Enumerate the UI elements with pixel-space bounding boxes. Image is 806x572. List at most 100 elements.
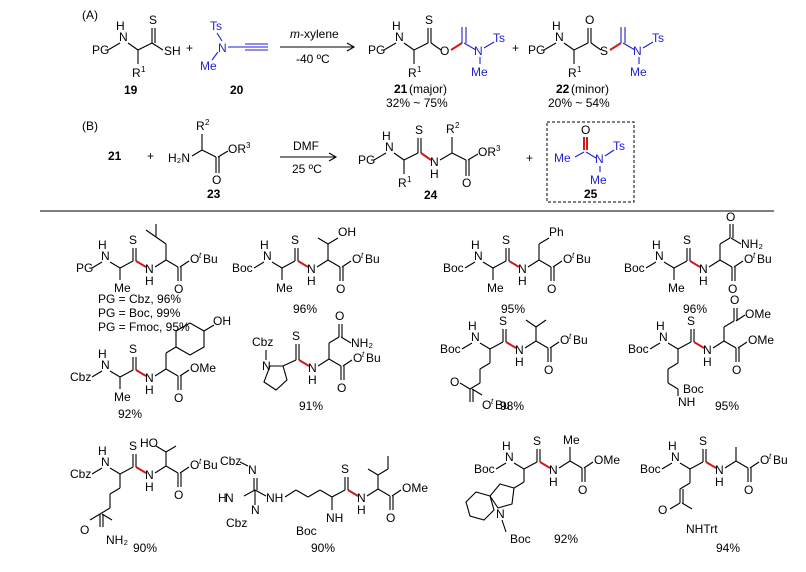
svg-text:Bu: Bu	[757, 252, 772, 266]
svg-text:N: N	[218, 41, 227, 55]
svg-text:N: N	[518, 262, 527, 276]
svg-text:H: H	[145, 383, 154, 397]
svg-text:t: t	[361, 251, 364, 260]
svg-text:H: H	[260, 238, 269, 252]
svg-text:S: S	[499, 314, 507, 328]
svg-text:R: R	[568, 66, 577, 80]
plus-sign-b: +	[147, 149, 154, 163]
svg-text:N: N	[555, 30, 564, 44]
svg-text:N: N	[262, 359, 271, 373]
svg-text:N: N	[699, 262, 708, 276]
example-6-structure: Cbz N S N H O NH₂ O O t Bu	[252, 309, 381, 395]
svg-text:O: O	[728, 282, 737, 296]
svg-text:PG: PG	[358, 153, 375, 167]
svg-text:O: O	[726, 210, 735, 224]
example-11-structure: Boc N H N Boc S N H Me O OMe	[465, 433, 620, 546]
compound-21-yield: 32% ~ 75%	[386, 96, 448, 110]
example-12-yield: 94%	[716, 541, 740, 555]
svg-text:H: H	[515, 355, 524, 369]
svg-text:H: H	[357, 503, 366, 517]
svg-text:N: N	[248, 463, 257, 477]
svg-text:O: O	[174, 282, 183, 296]
svg-text:O: O	[174, 488, 183, 502]
compound-19-label: 19	[124, 83, 138, 97]
temperature-a: -40 ºC	[296, 52, 330, 66]
svg-text:O: O	[658, 503, 667, 517]
svg-text:S: S	[292, 329, 300, 343]
svg-text:Bu: Bu	[495, 398, 510, 412]
example-7-yield: 98%	[500, 399, 524, 413]
example-4-structure: Boc N H Me S N H O NH₂ O O t Bu	[624, 210, 772, 296]
svg-text:S: S	[687, 314, 695, 328]
svg-text:S: S	[129, 233, 137, 247]
svg-text:Boc: Boc	[510, 532, 531, 546]
svg-text:OH: OH	[213, 314, 231, 328]
svg-text:O: O	[581, 123, 590, 137]
svg-text:N: N	[119, 30, 128, 44]
svg-text:H: H	[471, 238, 480, 252]
svg-text:S: S	[129, 439, 137, 453]
svg-text:Me: Me	[471, 65, 488, 79]
svg-text:N: N	[633, 44, 642, 58]
svg-text:Ts: Ts	[493, 31, 505, 45]
svg-text:t: t	[753, 251, 756, 260]
svg-text:Cbz: Cbz	[252, 335, 273, 349]
svg-text:N: N	[385, 140, 394, 154]
svg-text:Bu: Bu	[203, 252, 218, 266]
example-11-yield: 92%	[554, 532, 578, 546]
svg-text:N: N	[145, 371, 154, 385]
compound-23-label: 23	[207, 187, 221, 201]
svg-text:N: N	[496, 507, 505, 521]
svg-text:1: 1	[577, 65, 582, 74]
svg-text:Me: Me	[630, 65, 647, 79]
svg-text:1: 1	[417, 65, 422, 74]
compound-22-label: 22	[556, 82, 570, 96]
svg-text:Boc: Boc	[440, 342, 461, 356]
svg-text:O: O	[386, 511, 395, 525]
svg-text:N: N	[145, 468, 154, 482]
compound-22-yield: 20% ~ 54%	[548, 96, 610, 110]
svg-text:t: t	[491, 397, 494, 406]
svg-text:NH₂: NH₂	[351, 336, 373, 350]
svg-text:R: R	[196, 119, 205, 133]
svg-text:S: S	[425, 13, 433, 27]
example-2-structure: Boc N H Me S N H OH O O t Bu	[232, 225, 380, 296]
svg-text:Bu: Bu	[203, 458, 218, 472]
svg-text:O: O	[353, 351, 362, 365]
svg-text:t: t	[199, 457, 202, 466]
svg-text:HO: HO	[140, 436, 158, 450]
svg-text:t: t	[572, 251, 575, 260]
svg-text:N: N	[474, 44, 483, 58]
svg-text:Boc: Boc	[232, 261, 253, 275]
svg-text:H: H	[699, 274, 708, 288]
svg-text:O: O	[440, 44, 449, 58]
svg-text:N: N	[430, 155, 439, 169]
svg-text:N: N	[655, 249, 664, 263]
svg-text:H: H	[656, 319, 665, 333]
svg-text:Me: Me	[590, 173, 607, 187]
svg-text:S: S	[415, 123, 423, 137]
svg-text:Bu: Bu	[576, 252, 591, 266]
svg-text:H: H	[116, 19, 125, 33]
reactant-20-structure: Ts N Me	[200, 19, 268, 73]
svg-text:Bu: Bu	[573, 333, 588, 347]
svg-text:Bu: Bu	[773, 453, 788, 467]
svg-text:N: N	[101, 249, 110, 263]
svg-text:3: 3	[246, 141, 251, 150]
svg-text:Cbz: Cbz	[70, 467, 91, 481]
svg-text:Bu: Bu	[365, 252, 380, 266]
example-8-yield: 95%	[715, 399, 739, 413]
svg-text:O: O	[212, 173, 221, 187]
svg-text:O: O	[544, 363, 553, 377]
solvent-label-b: DMF	[293, 139, 319, 153]
svg-text:N: N	[101, 358, 110, 372]
svg-text:NH: NH	[678, 395, 695, 409]
svg-text:N: N	[101, 455, 110, 469]
example-4-yield: 96%	[683, 302, 707, 316]
product-21-structure: PG N H R 1 S O N Ts Me	[368, 13, 505, 80]
solvent-label-a: m-xylene	[290, 27, 339, 41]
svg-text:N: N	[715, 463, 724, 477]
product-25-structure: Me O N Ts Me	[554, 123, 625, 187]
svg-text:O: O	[585, 13, 594, 27]
